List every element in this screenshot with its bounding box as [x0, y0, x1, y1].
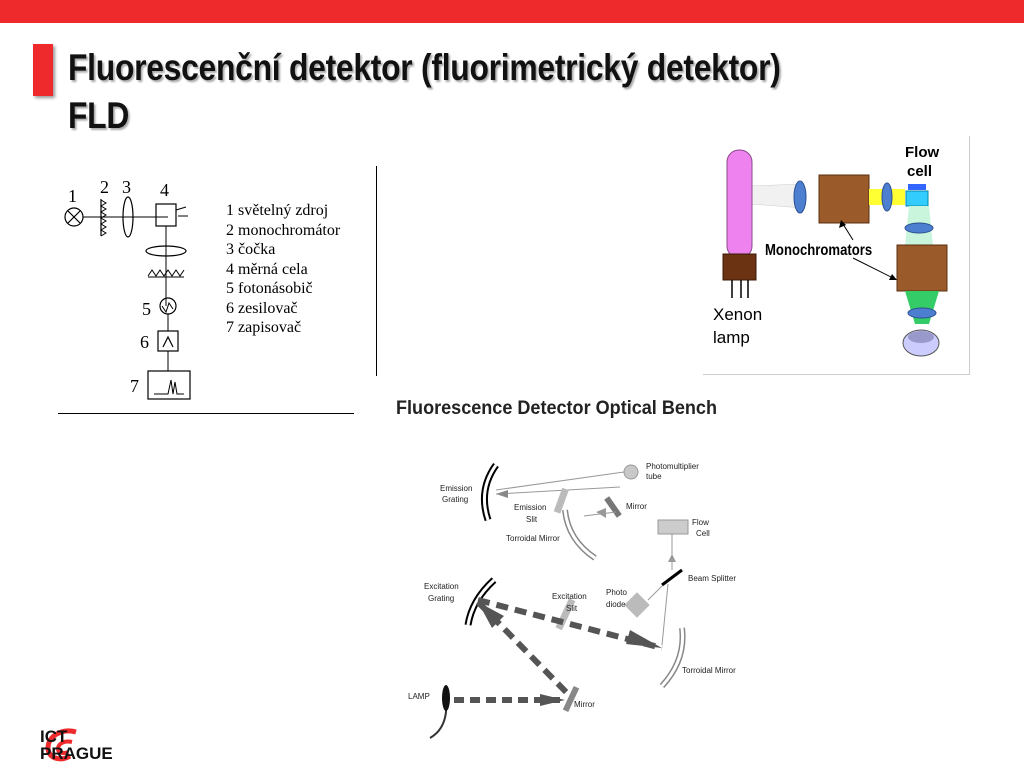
logo-text-line1: ICT — [40, 727, 68, 746]
title-line-1: Fluorescenční detektor (fluorimetrický d… — [68, 47, 781, 88]
legend-item: 3 čočka — [226, 241, 276, 258]
legend-item: 6 zesilovač — [226, 299, 298, 317]
emission-grating-label-line2: Grating — [442, 495, 469, 504]
optical-bench-title: Fluorescence Detector Optical Bench — [396, 398, 717, 419]
toroidal-mirror-bottom-label: Torroidal Mirror — [682, 666, 736, 675]
slide-title: Fluorescenční detektor (fluorimetrický d… — [68, 44, 868, 140]
beam-splitter-label: Beam Splitter — [688, 574, 737, 583]
flow-cell-bench-label-line2: Cell — [696, 529, 710, 538]
pmt-label-line1: Photomultiplier — [646, 462, 699, 471]
detector-schematic: 1 2 3 4 5 6 7 1 světelný zdroj 2 monochr… — [56, 166, 380, 416]
logo-text: ICT PRAGUE — [40, 728, 113, 762]
schematic-number-2: 2 — [100, 177, 109, 197]
schematic-number-3: 3 — [122, 177, 131, 197]
schematic-number-1: 1 — [68, 186, 77, 206]
schematic-frame-right — [376, 166, 377, 376]
logo-text-line2: PRAGUE — [40, 744, 113, 763]
emission-slit-label-line2: Slit — [526, 515, 538, 524]
xenon-label-line2: lamp — [713, 328, 750, 347]
optical-bench-diagram: Photomultiplier tube Emission Grating Em… — [400, 450, 780, 750]
flow-cell-label-line2: cell — [907, 163, 933, 180]
toroidal-mirror-top-label: Torroidal Mirror — [506, 534, 560, 543]
ict-prague-logo-icon — [45, 728, 77, 762]
legend-item: 7 zapisovač — [226, 319, 302, 336]
title-line-2: FLD — [68, 95, 130, 136]
schematic-drawing — [64, 196, 191, 400]
flow-cell-diagram: Flow cell Monochromators Xenon lamp — [703, 136, 970, 375]
legend-item: 2 monochromátor — [226, 221, 341, 239]
excitation-grating-label-line1: Excitation — [424, 582, 459, 591]
pmt-label-line2: tube — [646, 472, 662, 481]
legend-item: 4 měrná cela — [226, 260, 308, 278]
flow-cell-bench-label-line1: Flow — [692, 518, 709, 527]
excitation-grating-label-line2: Grating — [428, 594, 455, 603]
schematic-legend: 1 světelný zdroj 2 monochromátor 3 čočka… — [226, 201, 340, 338]
schematic-frame-bottom — [58, 413, 354, 414]
optical-bench-drawing — [429, 462, 689, 739]
legend-item: 5 fotonásobič — [226, 280, 313, 297]
schematic-number-5: 5 — [142, 299, 151, 319]
schematic-number-6: 6 — [140, 332, 149, 352]
excitation-slit-label-line2: Slit — [566, 604, 578, 613]
schematic-number-4: 4 — [160, 180, 169, 200]
xenon-label-line1: Xenon — [713, 305, 763, 324]
flow-cell-label-line1: Flow — [905, 144, 940, 161]
lamp-label: LAMP — [408, 692, 430, 701]
monochromators-label: Monochromators — [765, 242, 873, 259]
photo-diode-label-line2: diode — [606, 600, 626, 609]
top-accent-bar — [0, 0, 1024, 23]
photo-diode-label-line1: Photo — [606, 588, 627, 597]
emission-slit-label-line1: Emission — [514, 503, 547, 512]
legend-item: 1 světelný zdroj — [226, 202, 329, 219]
mirror-top-label: Mirror — [626, 502, 647, 511]
mirror-bottom-label: Mirror — [574, 700, 595, 709]
emission-grating-label-line1: Emission — [440, 484, 473, 493]
flow-cell-drawing — [722, 149, 948, 357]
title-marker — [33, 44, 53, 96]
excitation-slit-label-line1: Excitation — [552, 592, 587, 601]
schematic-number-7: 7 — [130, 376, 139, 396]
